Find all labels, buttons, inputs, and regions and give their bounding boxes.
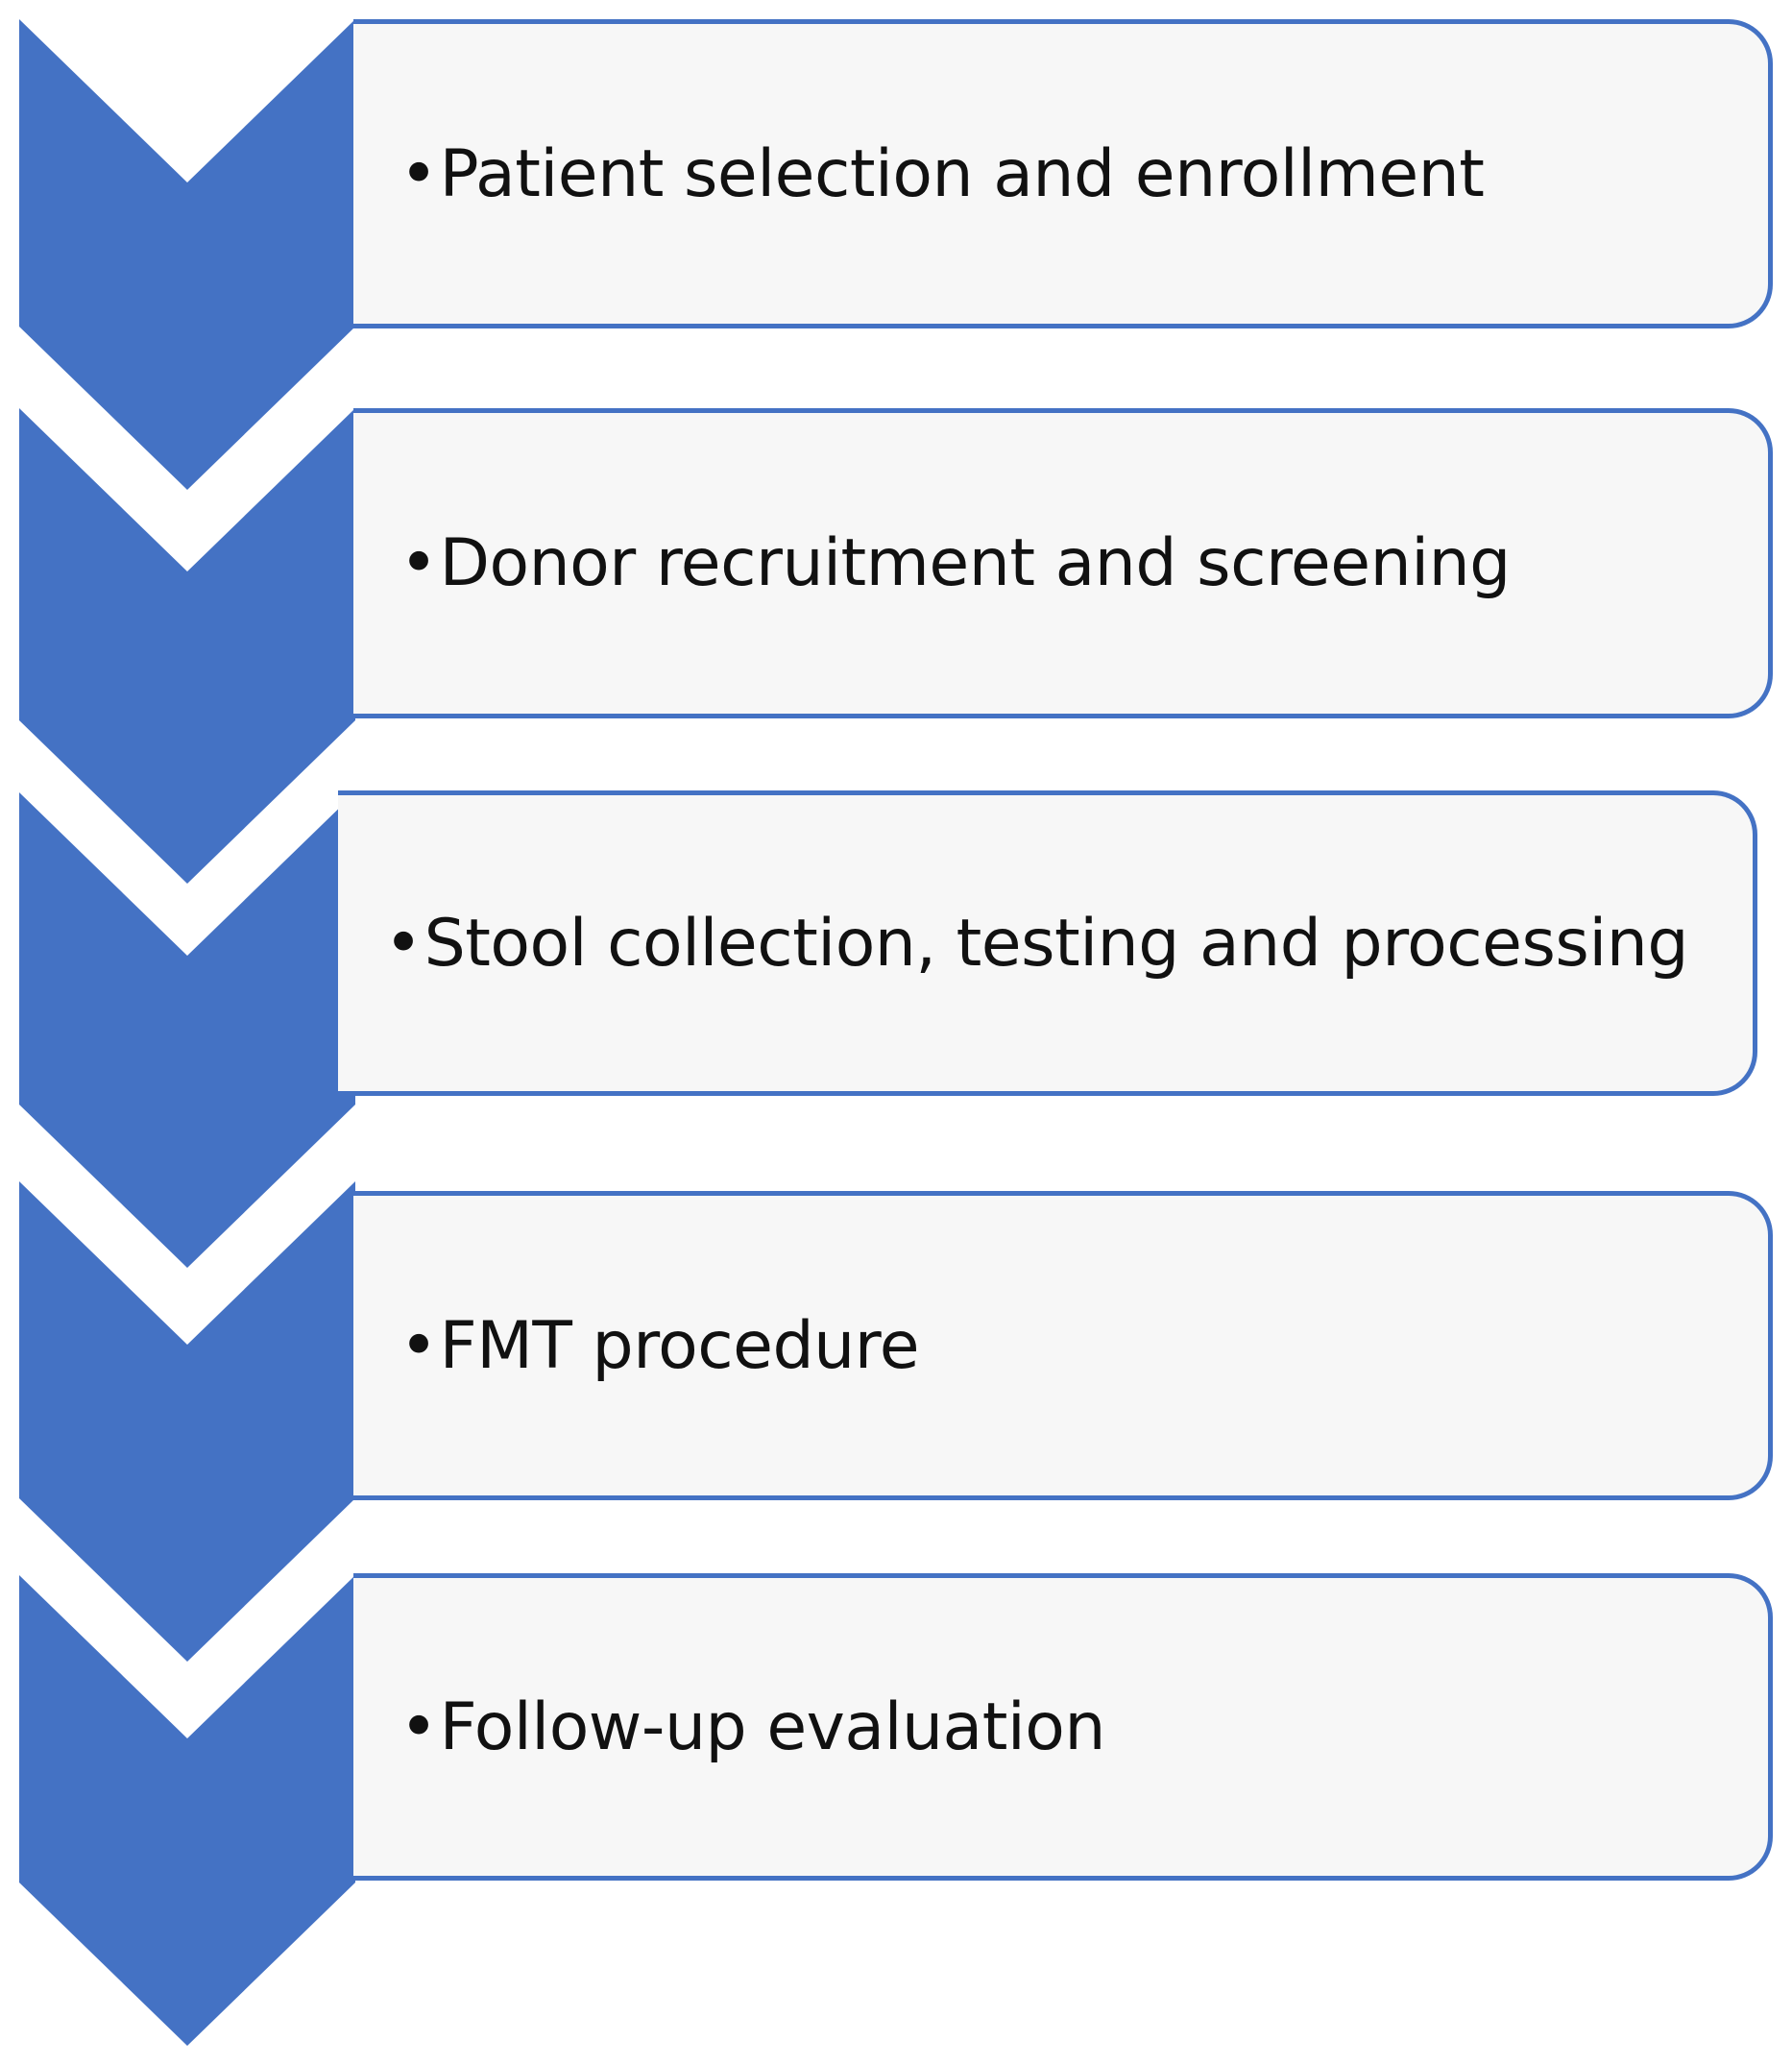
step-1-text: Patient selection and enrollment bbox=[439, 135, 1485, 212]
step-5-bullet: • bbox=[400, 1688, 438, 1765]
step-2-box: •Donor recruitment and screening bbox=[353, 408, 1773, 718]
step-3-box: •Stool collection, testing and processin… bbox=[338, 790, 1757, 1096]
step-4-text: FMT procedure bbox=[439, 1307, 920, 1384]
step-3-bullet: • bbox=[384, 905, 423, 982]
step-1-chevron bbox=[19, 19, 355, 490]
step-3-chevron bbox=[19, 792, 355, 1268]
step-5-label: •Follow-up evaluation bbox=[353, 1689, 1105, 1765]
step-1-label: •Patient selection and enrollment bbox=[353, 135, 1485, 212]
step-2-text: Donor recruitment and screening bbox=[439, 525, 1512, 601]
step-2-bullet: • bbox=[400, 525, 438, 601]
step-4-label: •FMT procedure bbox=[353, 1307, 920, 1384]
step-5-chevron bbox=[19, 1575, 355, 2046]
step-2-label: •Donor recruitment and screening bbox=[353, 525, 1511, 601]
step-3-label: •Stool collection, testing and processin… bbox=[338, 905, 1689, 982]
step-1-bullet: • bbox=[400, 135, 438, 212]
step-4-chevron bbox=[19, 1181, 355, 1662]
step-4-bullet: • bbox=[400, 1307, 438, 1384]
step-2-chevron bbox=[19, 408, 355, 884]
step-3-text: Stool collection, testing and processing bbox=[424, 905, 1689, 982]
step-5-text: Follow-up evaluation bbox=[439, 1688, 1106, 1765]
step-4-box: •FMT procedure bbox=[353, 1191, 1773, 1500]
step-5-box: •Follow-up evaluation bbox=[353, 1573, 1773, 1881]
step-1-box: •Patient selection and enrollment bbox=[353, 19, 1773, 328]
